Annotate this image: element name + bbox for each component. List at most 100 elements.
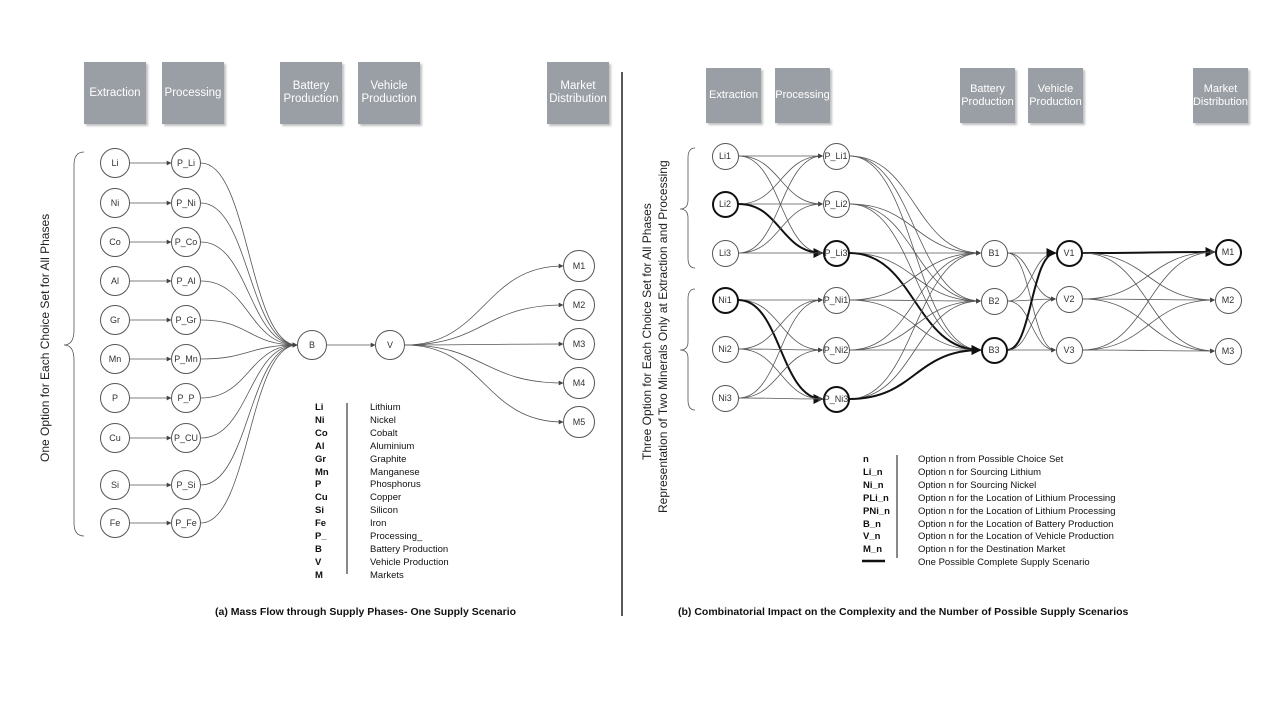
a-mineral-node-al-label: Al — [110, 276, 119, 286]
a-legend-value-4: Graphite — [370, 453, 407, 465]
a-mineral-node-fe-label: Fe — [109, 518, 121, 528]
a-legend-value-3: Aluminium — [370, 440, 415, 452]
b-phase-header-5: Market Distribution — [1193, 68, 1248, 123]
a-legend-value-5: Manganese — [370, 466, 420, 478]
a-edge-processing-battery-2 — [200, 241, 298, 348]
b-li-processing-3-label: P_Li3 — [824, 248, 848, 258]
b-legend-key-6: V_n — [863, 531, 881, 543]
a-battery-node-label: B — [308, 340, 315, 350]
b-edge-ni3-pni1 — [738, 297, 823, 399]
b-edge-v2-m1 — [1082, 249, 1215, 300]
a-processing-node-5: P_Mn — [171, 344, 201, 374]
a-market-node-5: M5 — [563, 406, 595, 438]
a-vehicle-node: V — [375, 330, 405, 360]
a-mineral-node-gr-label: Gr — [110, 315, 120, 325]
a-market-node-2-label: M2 — [572, 300, 586, 310]
b-edge-ni3-pni2 — [738, 347, 823, 399]
a-mineral-node-mn: Mn — [100, 344, 130, 374]
a-legend-key-3: Al — [315, 440, 325, 452]
b-market-2: M2 — [1214, 286, 1242, 314]
a-edge-vehicle-market-1 — [404, 263, 564, 346]
a-phase-header-1: Extraction — [84, 62, 146, 124]
b-vehicle-1: V1 — [1055, 239, 1083, 267]
a-legend-key-1: Ni — [315, 414, 325, 426]
b-edge-proc6-b2 — [849, 298, 981, 400]
b-market-3: M3 — [1214, 337, 1242, 365]
b-legend-value-1: Option n for Sourcing Lithium — [918, 466, 1042, 478]
b-battery-3: B3 — [980, 336, 1008, 364]
a-mineral-node-gr: Gr — [100, 305, 130, 335]
b-ni-source-2-label: Ni2 — [718, 344, 732, 354]
b-li-processing-1-label: P_Li1 — [824, 151, 848, 161]
b-li-processing-2-label: P_Li2 — [824, 199, 848, 209]
a-side-label: One Option for Each Choice Set for All P… — [38, 213, 52, 462]
b-legend-key-2: Ni_n — [863, 479, 884, 491]
a-processing-node-4: P_Gr — [171, 305, 201, 335]
a-edge-processing-battery-1 — [200, 202, 298, 348]
a-phase-header-2: Processing — [162, 62, 224, 124]
a-processing-node-0: P_Li — [171, 148, 201, 178]
b-legend-value-7: Option n for the Destination Market — [918, 544, 1066, 556]
a-legend-key-9: Fe — [315, 518, 327, 530]
b-edge-li2-pli1 — [738, 153, 823, 205]
b-legend-key-5: B_n — [863, 518, 881, 530]
b-edge-b2-v3 — [1007, 300, 1056, 353]
b-battery-2-label: B2 — [988, 296, 1000, 306]
a-edge-processing-battery-0 — [200, 162, 298, 348]
b-phase-header-1: Extraction — [706, 68, 761, 123]
b-edge-v1-m1 — [1082, 247, 1216, 258]
a-phase-header-4-label: Vehicle Production — [361, 80, 417, 105]
b-phase-header-1-label: Extraction — [709, 89, 758, 101]
b-li-source-3-label: Li3 — [718, 248, 731, 258]
a-market-node-4-label: M4 — [572, 378, 586, 388]
b-ni-source-1-label: Ni1 — [718, 295, 732, 305]
a-processing-node-2-label: P_Co — [174, 237, 198, 247]
b-phase-header-4-label: Vehicle Production — [1029, 82, 1082, 108]
a-phase-header-5: Market Distribution — [547, 62, 609, 124]
a-legend-key-4: Gr — [315, 453, 327, 465]
b-edge-b1-v2 — [1007, 252, 1056, 302]
b-legend-value-5: Option n for the Location of Battery Pro… — [918, 518, 1114, 530]
b-li-source-3: Li3 — [711, 239, 739, 267]
b-vehicle-1-label: V1 — [1063, 248, 1075, 258]
b-legend-value-4: Option n for the Location of Lithium Pro… — [918, 505, 1116, 517]
b-edge-li3-pli1 — [738, 153, 823, 254]
b-edge-v3-m1 — [1082, 249, 1215, 351]
a-processing-node-9: P_Fe — [171, 508, 201, 538]
b-phase-header-2: Processing — [775, 68, 830, 123]
b-edge-proc4-b3 — [849, 299, 981, 353]
a-phase-header-3: Battery Production — [280, 62, 342, 124]
a-phase-header-3-label: Battery Production — [283, 80, 339, 105]
a-edge-vehicle-market-5 — [404, 344, 564, 425]
a-market-node-5-label: M5 — [572, 417, 586, 427]
a-legend-value-0: Lithium — [370, 402, 401, 413]
a-edge-processing-battery-9 — [200, 342, 298, 524]
a-mineral-node-li: Li — [100, 148, 130, 178]
b-edge-b3-v1 — [1007, 248, 1057, 351]
b-li-source-1-label: Li1 — [718, 151, 731, 161]
a-edge-processing-battery-8 — [200, 342, 298, 486]
a-left-brace — [63, 151, 85, 537]
b-vehicle-2: V2 — [1055, 285, 1083, 313]
b-battery-3-label: B3 — [988, 345, 1000, 355]
a-processing-node-1: P_Ni — [171, 188, 201, 218]
a-legend-key-2: Co — [315, 427, 328, 439]
b-battery-2: B2 — [980, 287, 1008, 315]
a-processing-node-8-label: P_Si — [176, 480, 196, 490]
b-ni-processing-3: P_Ni3 — [822, 385, 850, 413]
a-edge-vehicle-market-3 — [404, 341, 564, 347]
a-processing-node-4-label: P_Gr — [175, 315, 197, 325]
a-legend-value-10: Processing_ — [370, 531, 423, 542]
a-mineral-node-cu: Cu — [100, 423, 130, 453]
b-edge-li3-pli2 — [738, 201, 823, 254]
b-ni-processing-3-label: P_Ni3 — [823, 394, 849, 404]
a-legend-key-8: Si — [315, 505, 324, 517]
b-legend-key-3: PLi_n — [863, 492, 889, 504]
a-processing-node-2: P_Co — [171, 227, 201, 257]
b-edge-proc6-b1 — [849, 250, 981, 400]
b-market-1: M1 — [1214, 238, 1242, 266]
a-edge-vehicle-market-2 — [404, 302, 564, 346]
b-side-label-1: Three Option for Each Choice Set for All… — [640, 203, 654, 460]
a-legend-value-9: Iron — [370, 518, 387, 530]
